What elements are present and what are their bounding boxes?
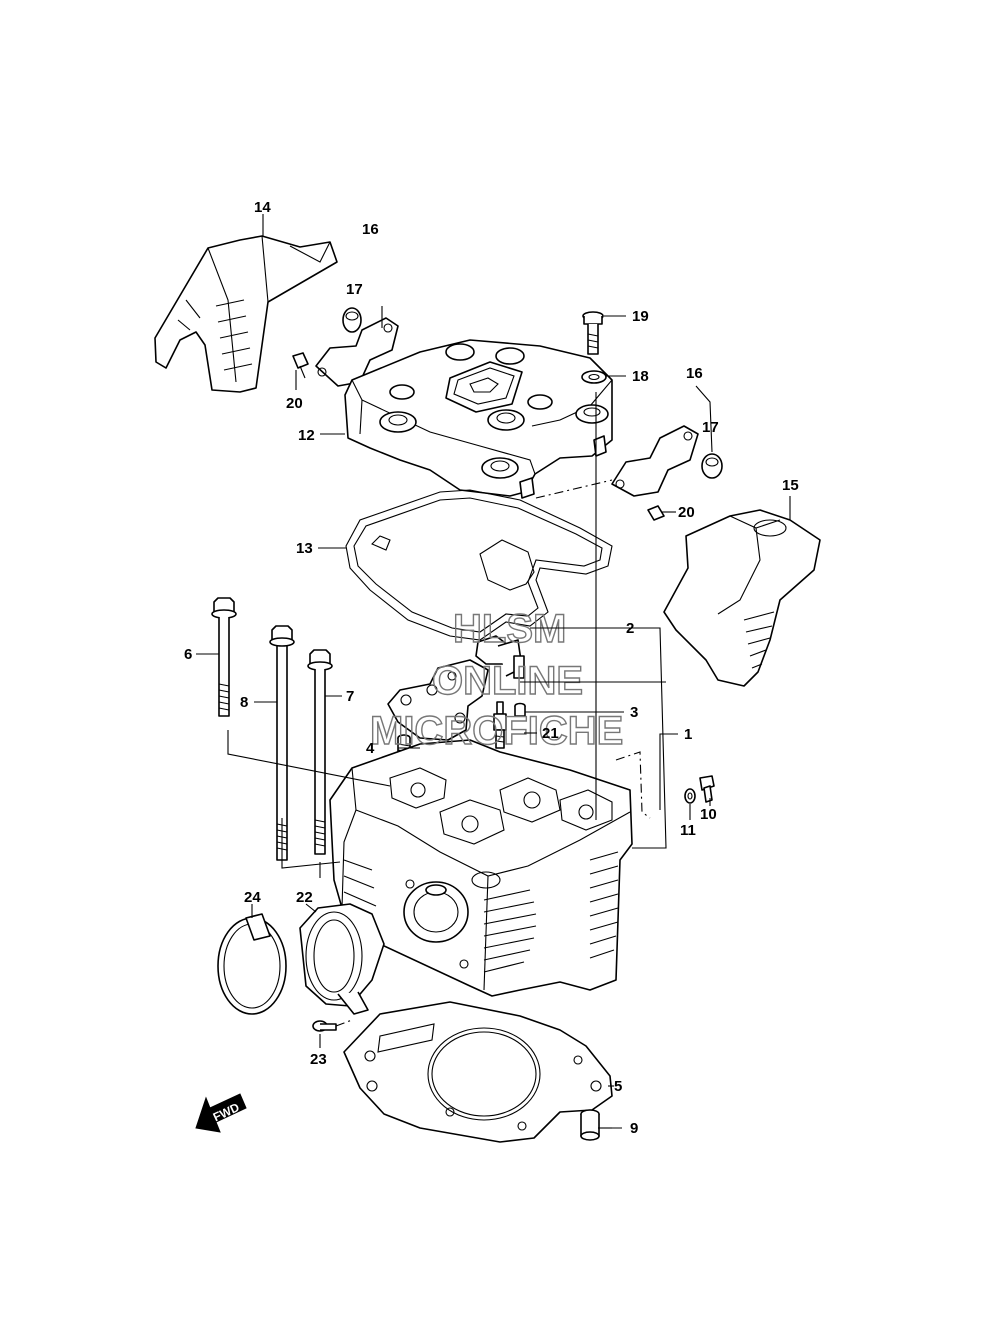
callout-22: 22 bbox=[296, 889, 313, 906]
callout-15: 15 bbox=[782, 477, 799, 494]
part-1-cylinder-head bbox=[329, 739, 633, 997]
part-5-head-gasket bbox=[343, 1001, 613, 1143]
part-11-washer bbox=[684, 788, 696, 804]
watermark-line3: MICROFICHE bbox=[370, 709, 623, 753]
callout-19: 19 bbox=[632, 308, 649, 325]
watermark-line2: ONLINE bbox=[432, 659, 583, 703]
fwd-label: FWD bbox=[211, 1100, 242, 1124]
watermark-line1: HLSM bbox=[453, 607, 566, 651]
callout-12: 12 bbox=[298, 427, 315, 444]
part-12-cylinder-head-cover bbox=[344, 339, 613, 499]
callout-2: 2 bbox=[626, 620, 634, 637]
part-10-bolt bbox=[699, 775, 715, 803]
callout-14: 14 bbox=[254, 199, 271, 216]
callout-3: 3 bbox=[630, 704, 638, 721]
part-6-bolt bbox=[211, 597, 237, 717]
callout-11: 11 bbox=[680, 822, 696, 839]
callout-13: 13 bbox=[296, 540, 313, 557]
callout-17-right: 17 bbox=[702, 419, 719, 436]
callout-21: 21 bbox=[542, 725, 559, 742]
fwd-arrow-icon: FWD bbox=[195, 1093, 247, 1133]
callout-7: 7 bbox=[346, 688, 354, 705]
part-3-dowel bbox=[514, 702, 526, 717]
callout-9: 9 bbox=[630, 1120, 638, 1137]
watermark: HLSM ONLINE MICROFICHE bbox=[369, 606, 624, 753]
dash-lines bbox=[335, 479, 651, 1027]
part-24-clamp bbox=[217, 913, 287, 1015]
part-7-bolt bbox=[307, 649, 333, 855]
part-2-cam-holder bbox=[387, 635, 525, 741]
part-13-gasket bbox=[345, 489, 613, 641]
part-22-intake-pipe bbox=[299, 903, 385, 1015]
callout-16-right: 16 bbox=[686, 365, 703, 382]
leader-lines bbox=[196, 214, 791, 1129]
part-16-bracket-left bbox=[292, 307, 399, 387]
callout-10: 10 bbox=[700, 806, 717, 823]
callout-6: 6 bbox=[184, 646, 192, 663]
part-21-spark-plug bbox=[493, 701, 507, 749]
callout-16-left: 16 bbox=[362, 221, 379, 238]
part-19-bolt bbox=[582, 311, 604, 355]
part-18-washer bbox=[581, 370, 607, 384]
callout-20-right: 20 bbox=[678, 504, 695, 521]
callout-23: 23 bbox=[310, 1051, 327, 1068]
callout-1: 1 bbox=[684, 726, 692, 743]
callouts: 14 16 17 20 12 19 18 16 17 20 15 13 2 6 … bbox=[184, 199, 799, 1137]
callout-17-left: 17 bbox=[346, 281, 363, 298]
callout-24: 24 bbox=[244, 889, 261, 906]
callout-18: 18 bbox=[632, 368, 649, 385]
callout-8: 8 bbox=[240, 694, 248, 711]
part-15-cover bbox=[663, 509, 821, 687]
part-9-dowel bbox=[580, 1109, 600, 1141]
part-14-cover bbox=[154, 235, 338, 393]
callout-5: 5 bbox=[614, 1078, 622, 1095]
part-16-bracket-right bbox=[611, 425, 723, 521]
callout-4: 4 bbox=[366, 740, 375, 757]
callout-20-left: 20 bbox=[286, 395, 303, 412]
part-23-screw bbox=[312, 1020, 337, 1032]
